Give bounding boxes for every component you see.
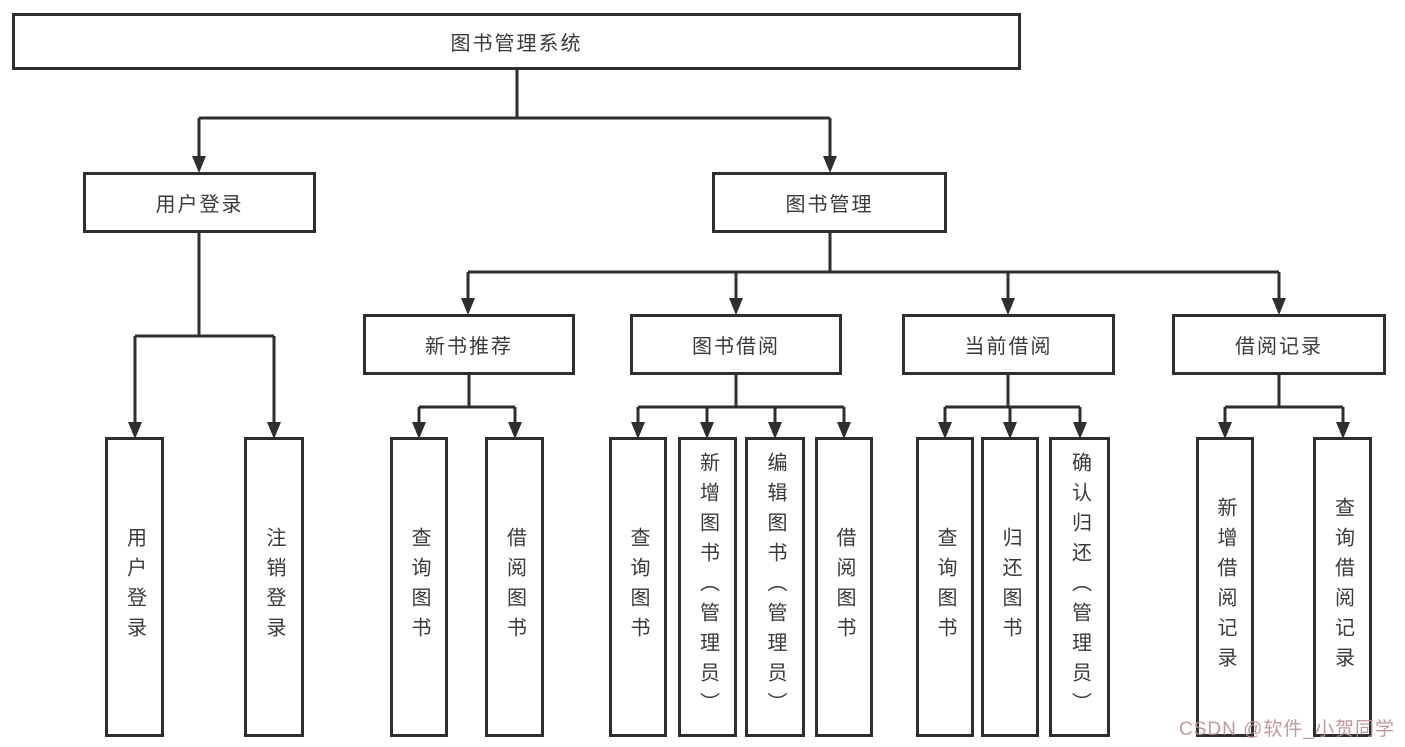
- arrowhead: [700, 422, 714, 439]
- leaf-borrow-books-recommend: 借阅图书: [485, 437, 544, 737]
- leaf-query-books-current: 查询图书: [916, 437, 974, 737]
- node-label: 查询图书: [627, 527, 649, 647]
- node-book-borrow: 图书借阅: [630, 314, 842, 375]
- connector-root-to-level2: [192, 70, 837, 173]
- node-label: 借阅记录: [1235, 336, 1323, 358]
- node-new-book-recommend: 新书推荐: [363, 314, 575, 375]
- arrowhead: [128, 422, 142, 439]
- node-label: 新书推荐: [425, 336, 513, 358]
- connector-book-borrow-children: [631, 375, 851, 439]
- connector-new-book-children: [412, 375, 522, 439]
- leaf-logout: 注销登录: [244, 437, 304, 737]
- leaf-user-login: 用户登录: [105, 437, 164, 737]
- node-label: 查询图书: [934, 527, 956, 647]
- arrowhead: [729, 298, 743, 315]
- arrowhead: [412, 422, 426, 439]
- arrowhead: [768, 422, 782, 439]
- node-current-borrow: 当前借阅: [902, 314, 1115, 375]
- leaf-query-books-recommend: 查询图书: [390, 437, 448, 737]
- arrowhead: [508, 422, 522, 439]
- node-label: 用户登录: [155, 194, 244, 216]
- node-label: 归还图书: [999, 527, 1021, 647]
- node-label: 查询图书: [408, 527, 430, 647]
- arrowhead: [1336, 422, 1350, 439]
- csdn-watermark: CSDN @软件_小贺同学: [1179, 719, 1395, 740]
- node-label: 确认归还（管理员）: [1068, 452, 1091, 722]
- node-label: 借阅图书: [503, 527, 526, 647]
- node-root-library-system: 图书管理系统: [12, 13, 1021, 70]
- node-book-management: 图书管理: [712, 172, 947, 233]
- node-label: 查询借阅记录: [1331, 497, 1354, 677]
- leaf-query-borrow-record: 查询借阅记录: [1313, 437, 1372, 737]
- arrowhead: [1073, 422, 1087, 439]
- arrowhead: [1003, 422, 1017, 439]
- arrowhead: [1001, 298, 1015, 315]
- node-borrow-records: 借阅记录: [1172, 314, 1386, 375]
- node-label: 编辑图书（管理员）: [764, 452, 786, 722]
- arrowhead: [837, 422, 851, 439]
- leaf-query-books-borrow: 查询图书: [609, 437, 667, 737]
- node-label: 当前借阅: [964, 336, 1053, 358]
- leaf-borrow-books: 借阅图书: [815, 437, 873, 737]
- arrowhead: [461, 298, 475, 315]
- leaf-return-books: 归还图书: [981, 437, 1039, 737]
- leaf-confirm-return-admin: 确认归还（管理员）: [1049, 437, 1110, 737]
- arrowhead: [267, 422, 281, 439]
- leaf-add-borrow-record: 新增借阅记录: [1196, 437, 1254, 737]
- leaf-edit-books-admin: 编辑图书（管理员）: [745, 437, 805, 737]
- arrowhead: [192, 156, 206, 173]
- arrowhead: [938, 422, 952, 439]
- connector-user-login-children: [128, 233, 281, 439]
- node-label: 图书管理系统: [450, 33, 583, 55]
- connector-book-management-children: [461, 233, 1286, 315]
- arrowhead: [631, 422, 645, 439]
- arrowhead: [823, 156, 837, 173]
- arrowhead: [1272, 298, 1286, 315]
- connector-borrow-records-children: [1218, 375, 1350, 439]
- node-user-login: 用户登录: [83, 172, 316, 233]
- arrowhead: [1218, 422, 1232, 439]
- node-label: 新增图书（管理员）: [696, 452, 719, 722]
- connector-current-borrow-children: [938, 375, 1087, 439]
- node-label: 借阅图书: [833, 527, 855, 647]
- node-label: 注销登录: [263, 527, 285, 647]
- node-label: 图书管理: [785, 194, 874, 216]
- node-label: 用户登录: [123, 527, 146, 647]
- leaf-add-books-admin: 新增图书（管理员）: [678, 437, 737, 737]
- node-label: 图书借阅: [692, 336, 780, 358]
- node-label: 新增借阅记录: [1214, 497, 1236, 677]
